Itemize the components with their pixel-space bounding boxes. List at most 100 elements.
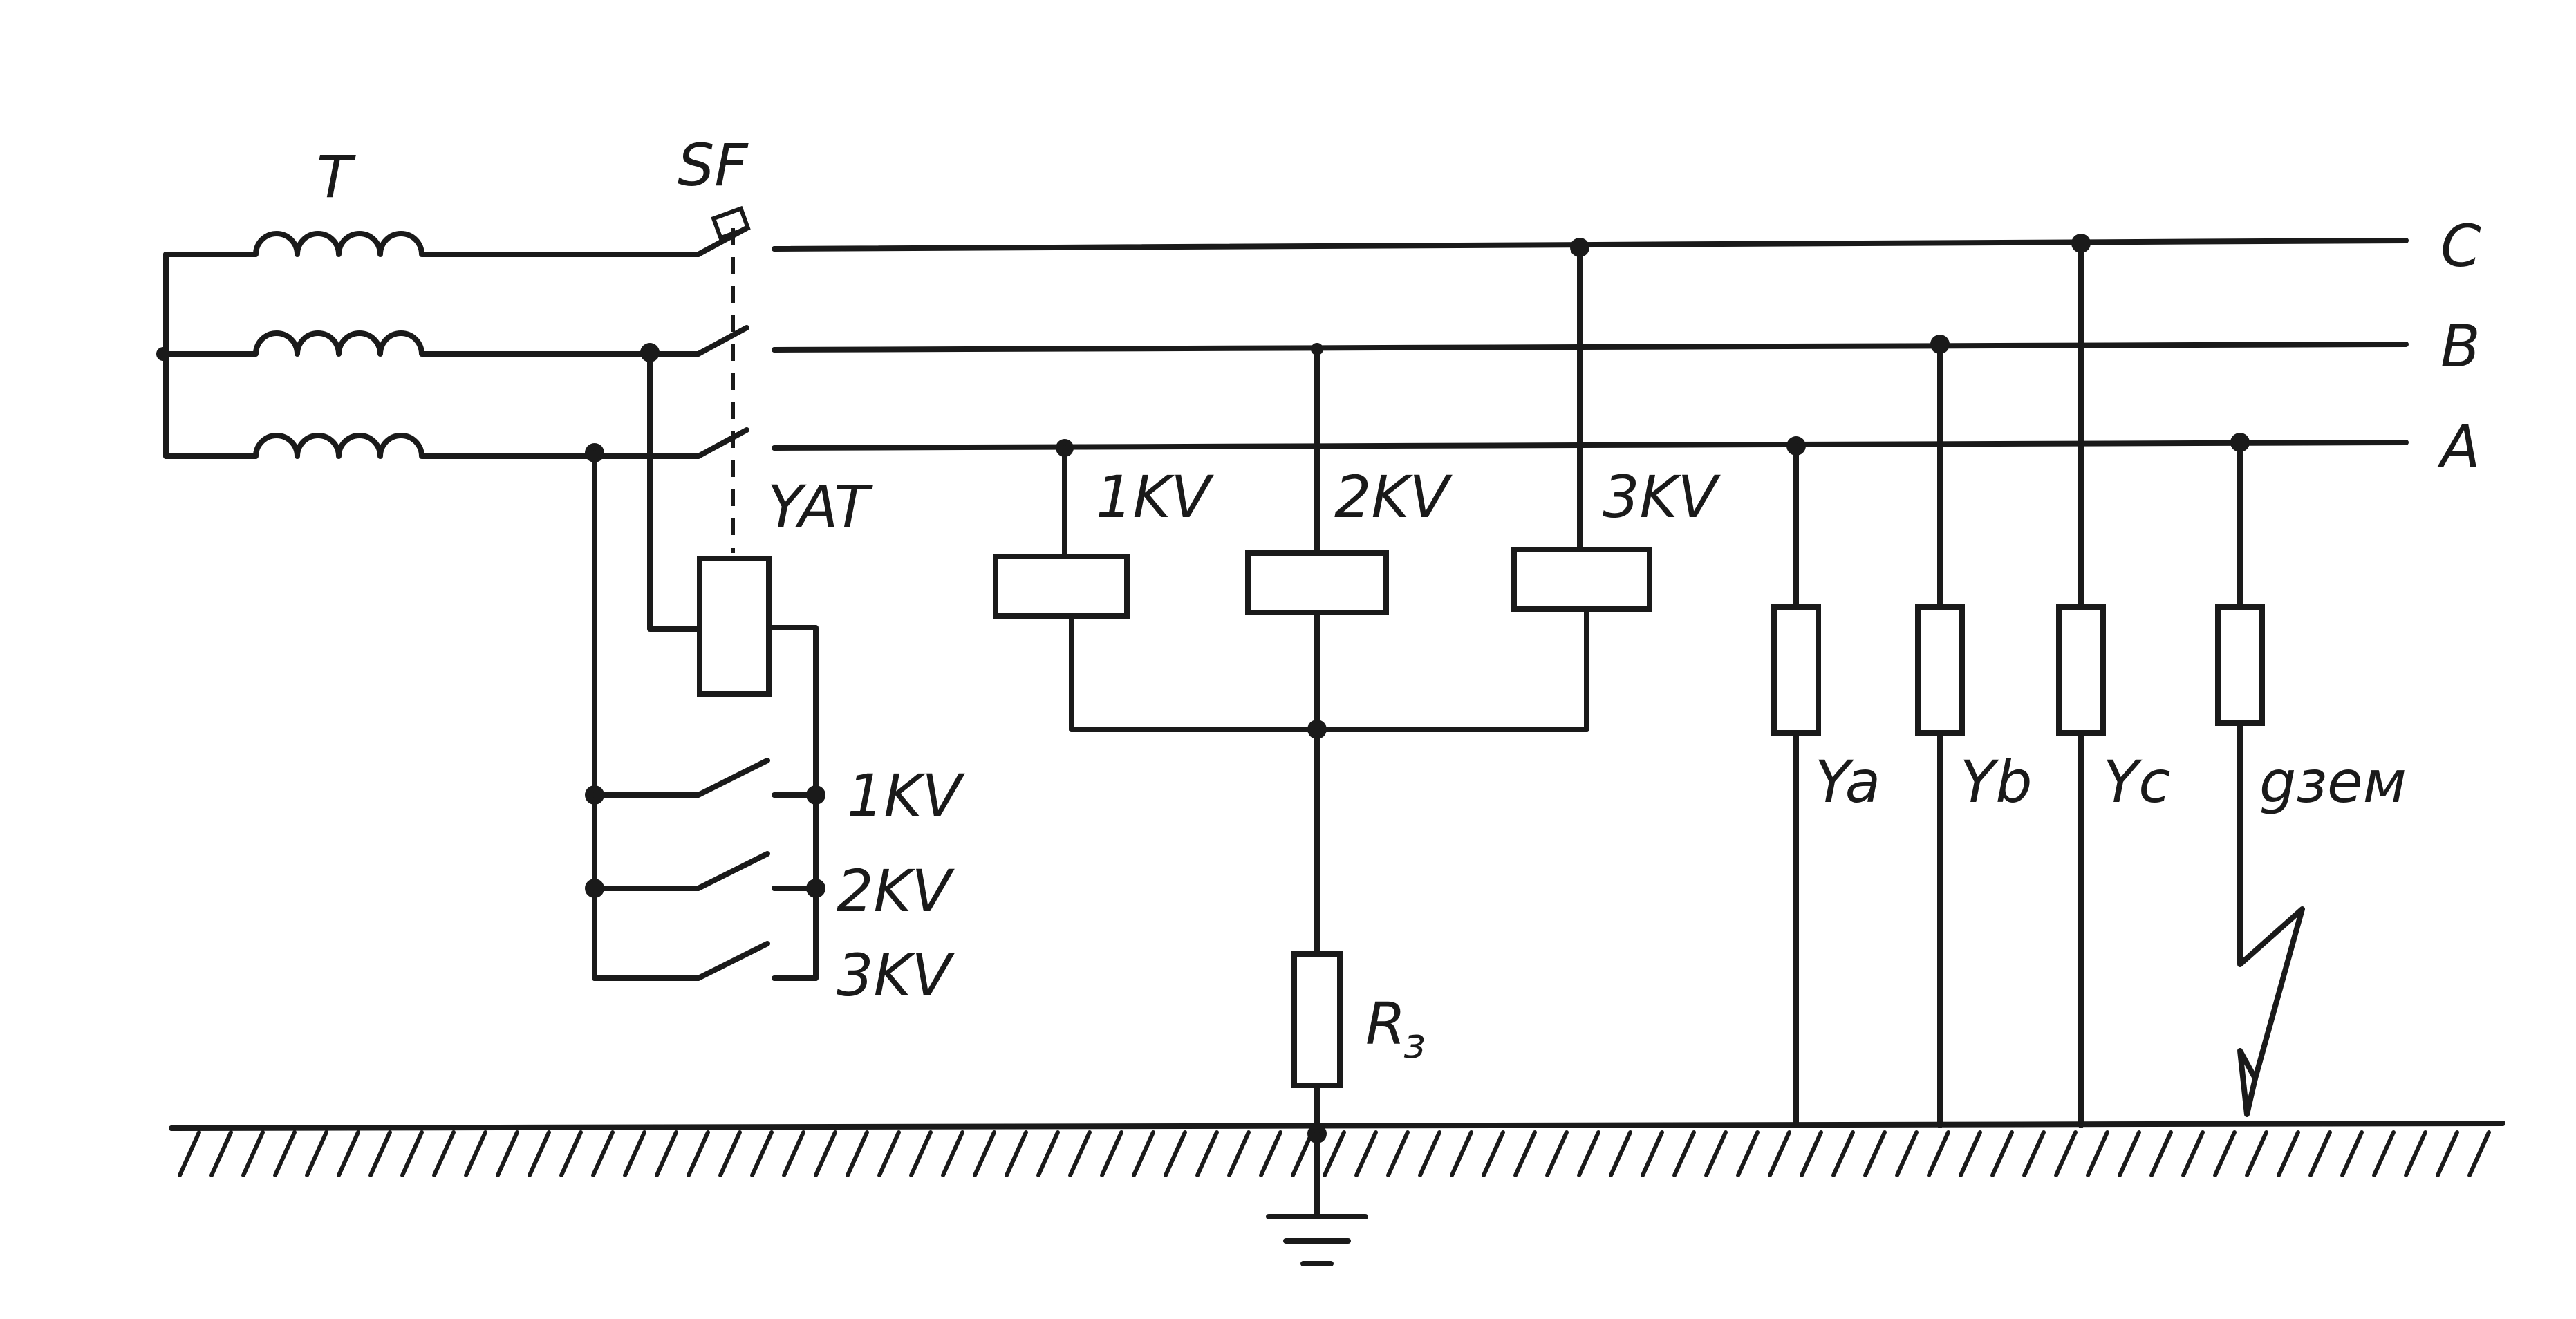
ground-hatch-mark <box>2054 1130 2078 1177</box>
ground-hatch-mark <box>1641 1130 1664 1177</box>
ground-hatch-mark <box>687 1130 710 1177</box>
breaker-label: SF <box>678 131 749 199</box>
ground-resistor <box>1291 951 1343 1088</box>
ground-hatch-mark <box>2149 1130 2173 1177</box>
ground-hatch-mark <box>2277 1130 2300 1177</box>
ground-hatch-mark <box>1800 1130 1823 1177</box>
ground-hatch-mark <box>1036 1130 1060 1177</box>
ground-hatch-mark <box>1164 1130 1187 1177</box>
ground-hatch-mark <box>528 1130 551 1177</box>
admittance-yb <box>1915 604 1965 736</box>
admittance-yc-label: Yc <box>2103 748 2171 816</box>
voltage-relays <box>993 238 1652 1143</box>
ground-hatch-mark <box>2308 1130 2332 1177</box>
ground-hatch-mark <box>623 1130 646 1177</box>
ground-hatch-mark <box>1132 1130 1155 1177</box>
relay-3kv-label: 3KV <box>1603 463 1721 531</box>
admittance-ya <box>1771 604 1821 736</box>
ground-hatch-mark <box>1259 1130 1282 1177</box>
ground-hatch-mark <box>337 1130 360 1177</box>
ground-resistor-subscript: з <box>1403 1020 1426 1068</box>
contact-1kv-label: 1KV <box>847 762 966 830</box>
ground-hatch-mark <box>305 1130 328 1177</box>
ground-hatch-mark <box>1418 1130 1441 1177</box>
ground-hatch-mark <box>1704 1130 1728 1177</box>
phase-admittances <box>1771 234 2305 1128</box>
earth-ground-icon <box>1266 1131 1368 1266</box>
contact-3kv-label: 3KV <box>837 942 955 1009</box>
ground-hatch-mark <box>400 1130 424 1177</box>
ground-hatch-mark <box>1831 1130 1855 1177</box>
ground-hatch-mark <box>178 1130 201 1177</box>
ground-hatch-mark <box>1513 1130 1537 1177</box>
ground-hatch-mark <box>655 1130 678 1177</box>
transformer-windings <box>156 231 701 459</box>
ground-hatch-mark <box>2245 1130 2268 1177</box>
ground-hatch-mark <box>1863 1130 1887 1177</box>
ground-hatch-mark <box>846 1130 869 1177</box>
ground-hatch-mark <box>718 1130 742 1177</box>
ground-resistor-label: R <box>1365 990 1406 1058</box>
contact-2kv-label: 2KV <box>837 857 955 925</box>
ground-hatch-mark <box>1609 1130 1632 1177</box>
ground-hatch-mark <box>2181 1130 2205 1177</box>
phase-b-label: B <box>2440 312 2481 380</box>
ground-hatch-mark <box>1195 1130 1219 1177</box>
circuit-breaker-sf <box>696 205 751 553</box>
phase-c-label: C <box>2440 212 2481 280</box>
ground-hatch-mark <box>973 1130 996 1177</box>
ground-hatch-mark <box>2340 1130 2364 1177</box>
relay-3kv <box>1511 547 1652 612</box>
admittance-yc <box>2056 604 2106 736</box>
ground-hatch-mark <box>2118 1130 2141 1177</box>
relay-2kv <box>1245 550 1389 615</box>
trip-coil-circuit <box>585 343 825 981</box>
ground-hatch-mark <box>432 1130 456 1177</box>
ground-fault-conductance <box>2215 604 2265 726</box>
ground-hatch-mark <box>1068 1130 1092 1177</box>
ground-hatch-mark <box>368 1130 392 1177</box>
ground-hatch-mark <box>814 1130 837 1177</box>
ground-hatch-mark <box>1672 1130 1696 1177</box>
trip-coil-yat <box>697 556 772 697</box>
ground-hatch-mark <box>1927 1130 1950 1177</box>
ground-hatch-mark <box>591 1130 615 1177</box>
busbars <box>772 238 2409 451</box>
relay-2kv-label: 2KV <box>1334 463 1453 531</box>
ground-hatch-mark <box>2436 1130 2459 1177</box>
ground-hatch-mark <box>2022 1130 2046 1177</box>
ground-hatch-mark <box>782 1130 805 1177</box>
ground-hatch-mark <box>1005 1130 1028 1177</box>
ground-hatch-mark <box>750 1130 774 1177</box>
ground-hatch-mark <box>559 1130 583 1177</box>
ground-hatch-mark <box>209 1130 233 1177</box>
ground-hatch-mark <box>1577 1130 1600 1177</box>
ground-hatch-mark <box>2213 1130 2237 1177</box>
ground-hatch-mark <box>941 1130 964 1177</box>
admittance-ya-label: Ya <box>1815 748 1880 816</box>
ground-hatch-mark <box>1291 1130 1314 1177</box>
ground-hatch-mark <box>2404 1130 2427 1177</box>
phase-a-label: A <box>2437 413 2480 480</box>
ground-hatch-mark <box>1736 1130 1760 1177</box>
relay-1kv <box>993 554 1130 619</box>
ground-hatch-mark <box>1386 1130 1410 1177</box>
ground-hatch-mark <box>2372 1130 2396 1177</box>
admittance-yb-label: Yb <box>1960 748 2033 816</box>
ground-hatch-mark <box>241 1130 265 1177</box>
ground-hatch-mark <box>1227 1130 1251 1177</box>
relay-1kv-label: 1KV <box>1096 463 1215 531</box>
ground-hatch-mark <box>1450 1130 1473 1177</box>
ground-fault-label: gзем <box>2259 748 2407 816</box>
ground-plane <box>169 1121 2505 1177</box>
ground-hatch-mark <box>1482 1130 1505 1177</box>
ground-hatch-mark <box>2086 1130 2109 1177</box>
ground-hatch-mark <box>1895 1130 1919 1177</box>
ground-hatch-mark <box>877 1130 901 1177</box>
trip-coil-label: YAT <box>767 473 873 541</box>
ground-hatch-mark <box>1990 1130 2014 1177</box>
ground-hatch-mark <box>1323 1130 1346 1177</box>
ground-hatch-mark <box>496 1130 519 1177</box>
ground-hatch-mark <box>909 1130 933 1177</box>
